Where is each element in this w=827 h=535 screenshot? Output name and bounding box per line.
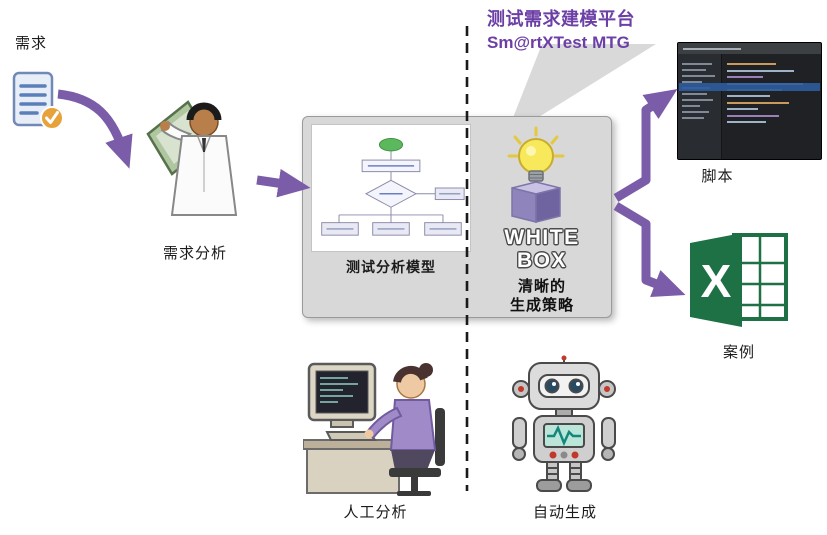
model-diagram-panel [311,124,471,252]
arrow-requirement-to-analyst [57,89,133,169]
editor-project-tree [678,54,722,159]
product-name: Sm@rtXTest MTG [487,33,630,52]
auto-generation-label: 自动生成 [532,504,597,521]
editor-titlebar [678,43,821,54]
white-box-label: WHITE BOX [488,226,596,272]
generation-strategy-label: 清晰的 生成策略 [488,277,596,315]
flowchart-diagram-icon [321,137,465,236]
platform-title: 测试需求建模平台 [487,9,635,29]
arrow-box-to-case [613,202,686,297]
arrow-box-to-script [613,89,678,202]
person-at-computer-icon [303,362,445,496]
lightbulb-idea-icon [507,126,565,223]
white-box-line2: BOX [516,249,567,272]
editor-body [678,54,821,159]
strategy-line2: 生成策略 [509,297,574,314]
requirement-document-icon [12,71,64,130]
platform-title-block: 测试需求建模平台 Sm@rtXTest MTG [487,5,635,53]
keyboard-icon [325,431,377,441]
white-box-line1: WHITE [504,226,580,249]
script-label: 脚本 [701,168,734,185]
script-screenshot [677,42,822,160]
editor-selected-line [679,83,820,91]
analyst-figure-icon [146,100,238,216]
robot-icon [512,355,616,492]
excel-letter: X [701,255,732,307]
platform-box: 测试分析模型 [302,116,612,318]
excel-icon: X [690,233,788,327]
strategy-line1: 清晰的 [517,278,566,295]
editor-code-area [722,54,821,159]
arrow-analyst-to-box [256,168,311,198]
manual-analysis-label: 人工分析 [343,504,408,521]
requirement-label: 需求 [15,35,48,52]
test-analysis-model-label: 测试分析模型 [346,259,436,275]
requirement-analysis-label: 需求分析 [162,245,227,262]
case-label: 案例 [722,344,755,361]
